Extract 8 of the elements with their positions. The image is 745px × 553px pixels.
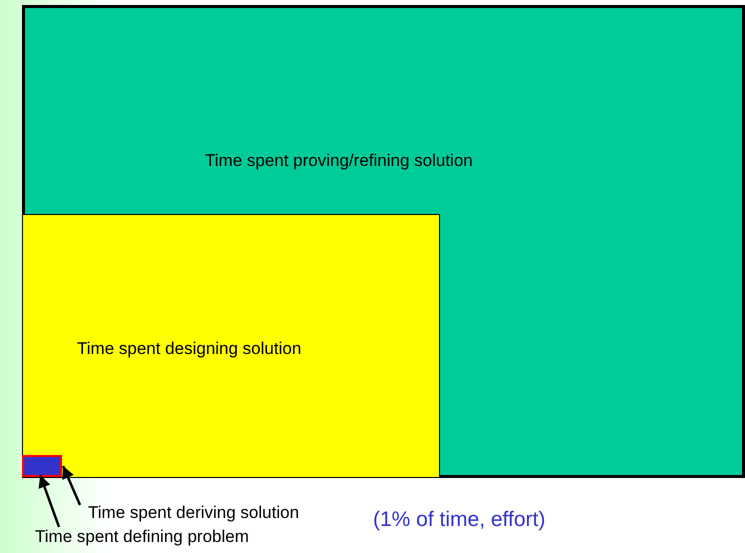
area-label: Time spent designing solution — [77, 339, 302, 359]
outer-area-box — [22, 5, 745, 478]
leader-arrow — [62, 466, 82, 506]
caption-text: Time spent deriving solution — [88, 503, 300, 523]
caption-text: Time spent defining problem — [35, 527, 249, 547]
inner-area-box — [22, 214, 440, 478]
note-text: (1% of time, effort) — [373, 508, 546, 532]
area-label: Time spent proving/refining solution — [205, 151, 473, 171]
